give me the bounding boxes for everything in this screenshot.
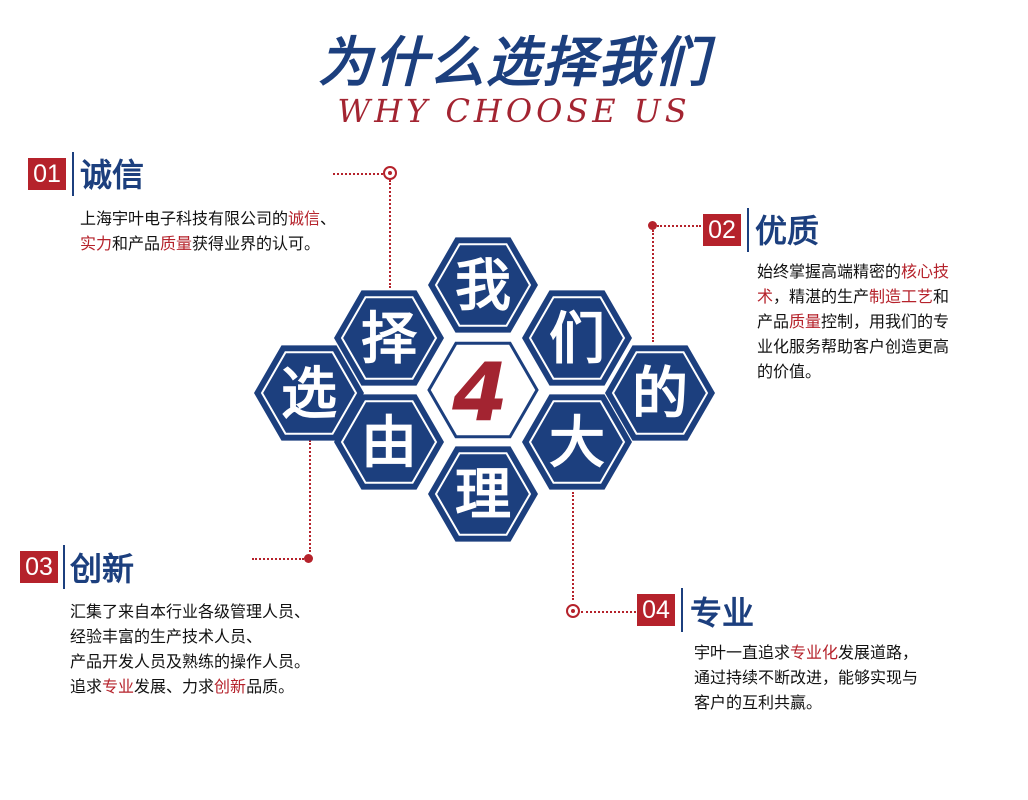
text-segment: 始终掌握高端精密的 [757,262,902,281]
hexagon-char: 由 [361,411,417,476]
page-subtitle: WHY CHOOSE US [337,92,691,130]
text-segment: 获得业界的认可。 [192,234,321,253]
highlight-text: 核心技 [901,262,950,281]
center-number: 4 [451,346,508,439]
highlight-text: 实力 [80,234,113,253]
text-line: 的价值。 [757,359,1017,384]
hexagon-inner [260,351,358,435]
section-text: 宇叶一直追求专业化发展道路， 通过持续不断改进，能够实现与客户的互利共赢。 [694,640,994,715]
connector-line [652,230,654,342]
section-heading: 诚信 [80,156,145,194]
page-title: 为什么选择我们 [318,31,710,94]
text-line: 宇叶一直追求专业化发展道路， [694,640,994,665]
section-heading: 专业 [690,594,755,632]
hexagon-char: 择 [361,307,418,372]
text-line: 通过持续不断改进，能够实现与 [694,665,994,690]
connector-line [252,558,304,560]
text-line: 始终掌握高端精密的核心技 [757,259,1017,284]
connector-line [389,180,391,288]
text-segment: 业化服务帮助客户创造更高 [757,337,950,356]
highlight-text: 制造工艺 [869,287,934,306]
hexagon-char: 选 [281,362,337,427]
highlight-text: 质量 [160,234,193,253]
connector-line [309,440,311,552]
hexagon-inner [434,452,532,536]
text-line: 上海宇叶电子科技有限公司的诚信、 [80,206,410,231]
text-line: 术，精湛的生产制造工艺和 [757,284,1017,309]
text-segment: ，精湛的生产 [773,287,870,306]
connector-line [333,173,391,175]
text-segment: 控制，用我们的专 [821,312,950,331]
hexagon-char: 大 [549,411,605,476]
hexagon-char: 我 [455,254,511,319]
hexagon-inner [528,400,626,484]
text-line: 产品开发人员及熟练的操作人员。 [70,649,390,674]
highlight-text: 创新 [214,677,247,696]
text-line: 客户的互利共赢。 [694,690,994,715]
highlight-text: 专业 [102,677,135,696]
hexagon-char: 理 [455,463,511,528]
highlight-text: 诚信 [288,209,321,228]
section-heading: 优质 [755,212,820,250]
section-text: 始终掌握高端精密的核心技术，精湛的生产制造工艺和产品质量控制，用我们的专业化服务… [757,259,1017,384]
text-segment: 通过持续不断改进，能够实现与 [694,668,919,687]
divider [681,588,683,632]
section-number: 02 [703,214,741,246]
center-hexagon [427,341,539,439]
text-segment: 、 [320,209,337,228]
text-segment: 经验丰富的生产技术人员、 [70,627,263,646]
hexagon-char: 们 [549,307,605,372]
text-line: 实力和产品质量获得业界的认可。 [80,231,410,256]
text-segment: 客户的互利共赢。 [694,693,823,712]
connector-line [572,492,574,600]
text-segment: 发展道路， [838,643,919,662]
connector-line [657,225,701,227]
connector-node [566,604,580,618]
text-segment: 产品 [757,312,790,331]
section-text: 汇集了来自本行业各级管理人员、经验丰富的生产技术人员、产品开发人员及熟练的操作人… [70,599,390,699]
section-text: 上海宇叶电子科技有限公司的诚信、实力和产品质量获得业界的认可。 [80,206,410,256]
divider [63,545,65,589]
divider [747,208,749,252]
text-segment: 品质。 [246,677,295,696]
text-segment: 上海宇叶电子科技有限公司的 [80,209,289,228]
text-segment: 宇叶一直追求 [694,643,791,662]
text-segment: 产品开发人员及熟练的操作人员。 [70,652,311,671]
highlight-text: 术 [757,287,774,306]
text-segment: 和产品 [112,234,161,253]
connector-line [581,611,636,613]
section-number: 01 [28,158,66,190]
text-line: 汇集了来自本行业各级管理人员、 [70,599,390,624]
connector-node [383,166,397,180]
connector-node [648,221,657,230]
text-line: 产品质量控制，用我们的专 [757,309,1017,334]
connector-node [304,554,313,563]
text-segment: 发展、力求 [134,677,215,696]
text-line: 业化服务帮助客户创造更高 [757,334,1017,359]
text-segment: 的价值。 [757,362,822,381]
hexagon-inner [340,296,438,380]
text-segment: 追求 [70,677,103,696]
section-heading: 创新 [70,550,135,588]
hexagon-inner [340,400,438,484]
section-number: 03 [20,551,58,583]
divider [72,152,74,196]
text-line: 经验丰富的生产技术人员、 [70,624,390,649]
section-number: 04 [637,594,675,626]
highlight-text: 质量 [789,312,822,331]
hexagon-inner [611,351,709,435]
text-segment: 和 [933,287,950,306]
text-segment: 汇集了来自本行业各级管理人员、 [70,602,311,621]
hexagon-inner [528,296,626,380]
hexagon-inner [434,243,532,327]
hexagon-char: 的 [632,362,688,427]
highlight-text: 专业化 [790,643,839,662]
text-line: 追求专业发展、力求创新品质。 [70,674,390,699]
